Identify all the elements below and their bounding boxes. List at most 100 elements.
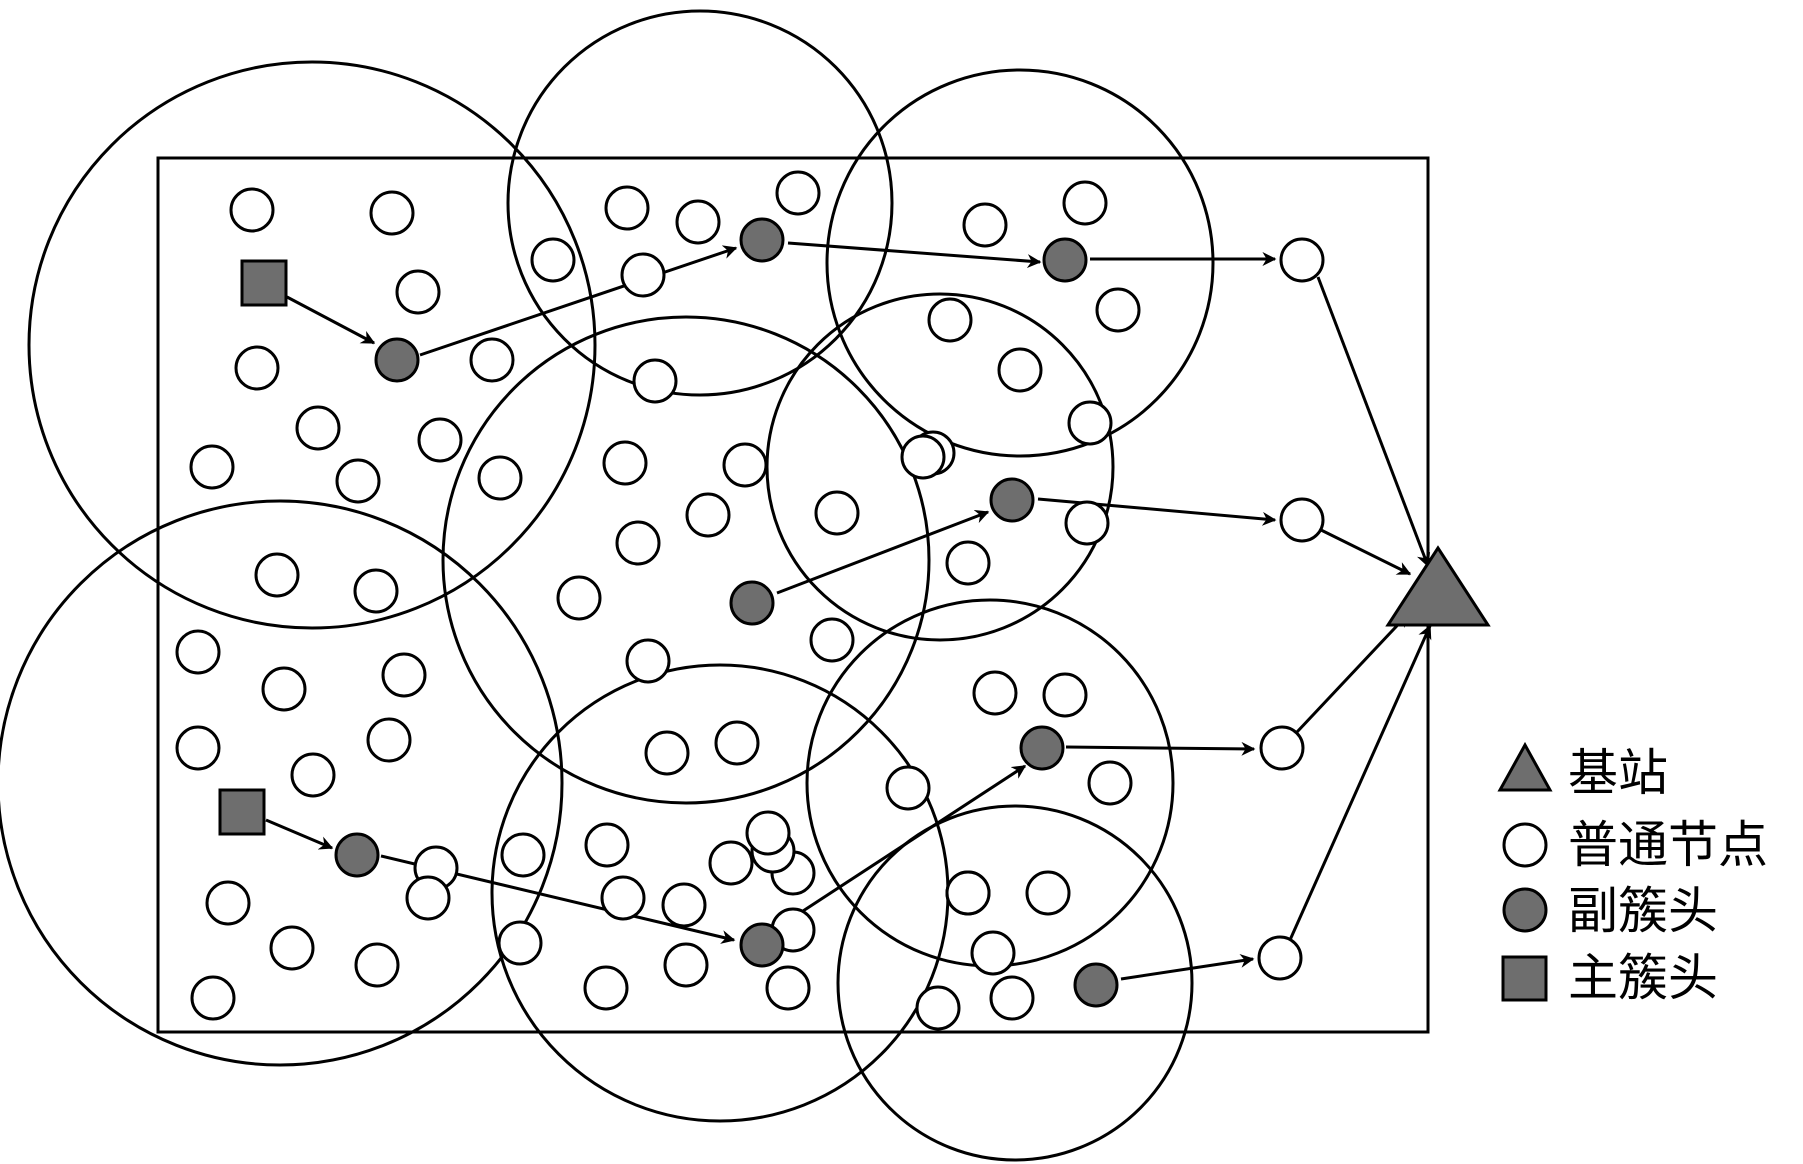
normal-node — [600, 875, 646, 921]
normal-node — [175, 725, 221, 771]
normal-node — [775, 170, 821, 216]
normal-node — [353, 568, 399, 614]
normal-node — [1064, 500, 1110, 546]
legend-sub-cluster-head-label: 副簇头 — [1568, 882, 1718, 940]
routing-arrow — [787, 241, 1042, 269]
normal-node — [1042, 672, 1088, 718]
normal-node — [765, 965, 811, 1011]
normal-node — [708, 840, 754, 886]
normal-node — [477, 455, 523, 501]
routing-arrow — [1320, 528, 1412, 576]
normal-node — [620, 252, 666, 298]
normal-node — [644, 730, 690, 776]
cluster-range — [836, 804, 1194, 1162]
normal-node — [500, 832, 546, 878]
normal-node — [366, 717, 412, 763]
normal-node — [395, 269, 441, 315]
legend-main-cluster-head-icon — [1501, 955, 1548, 1002]
normal-node — [584, 822, 630, 868]
routing-arrow — [776, 509, 990, 595]
normal-node — [661, 882, 707, 928]
normal-node — [417, 417, 463, 463]
normal-node — [583, 965, 629, 1011]
legend-base-station-icon — [1497, 741, 1553, 792]
routing-arrow — [1037, 497, 1277, 526]
routing-arrow — [1316, 276, 1431, 568]
base-station — [1385, 545, 1491, 627]
normal-node — [989, 975, 1035, 1021]
sub-cluster-head — [1073, 962, 1119, 1008]
relay-node — [1259, 725, 1305, 771]
cluster-range — [506, 9, 894, 397]
normal-node — [685, 492, 731, 538]
normal-node — [469, 337, 515, 383]
normal-node — [335, 458, 381, 504]
sensor-nodes — [175, 170, 1325, 1031]
normal-node — [625, 638, 671, 684]
legend-main-cluster-head-label: 主簇头 — [1568, 949, 1718, 1007]
normal-node — [369, 190, 415, 236]
normal-node — [290, 752, 336, 798]
routing-arrow — [1120, 953, 1255, 981]
routing-arrow — [1295, 612, 1410, 734]
sub-cluster-head — [1042, 237, 1088, 283]
normal-node — [663, 942, 709, 988]
sub-cluster-head — [729, 580, 775, 626]
normal-node — [602, 440, 648, 486]
normal-node — [381, 652, 427, 698]
normal-node — [497, 920, 543, 966]
legend-base-station-label: 基站 — [1568, 744, 1668, 802]
normal-node — [722, 442, 768, 488]
legend-normal-node-icon — [1502, 822, 1548, 868]
normal-node — [885, 765, 931, 811]
monitoring-area — [156, 156, 1430, 1034]
normal-node — [745, 810, 791, 856]
normal-node — [972, 670, 1018, 716]
normal-node — [900, 434, 946, 480]
normal-node — [962, 202, 1008, 248]
normal-node — [675, 199, 721, 245]
routing-arrow — [1288, 624, 1432, 941]
routing-arrow — [265, 818, 334, 850]
sub-cluster-head — [334, 832, 380, 878]
normal-node — [1062, 180, 1108, 226]
cluster-range — [0, 499, 564, 1067]
routing-arrow — [419, 245, 738, 357]
normal-node — [945, 540, 991, 586]
normal-node — [997, 347, 1043, 393]
cluster-range — [441, 315, 931, 805]
cluster-range — [27, 60, 597, 630]
relay-node — [1279, 237, 1325, 283]
normal-node — [714, 720, 760, 766]
routing-arrow — [779, 764, 1027, 928]
normal-node — [615, 520, 661, 566]
normal-node — [1095, 287, 1141, 333]
normal-node — [945, 870, 991, 916]
normal-node — [556, 575, 602, 621]
normal-node — [604, 185, 650, 231]
sub-cluster-head — [1019, 725, 1065, 771]
sub-cluster-head — [739, 217, 785, 263]
normal-node — [295, 405, 341, 451]
normal-node — [229, 187, 275, 233]
relay-node — [1257, 935, 1303, 981]
normal-node — [175, 629, 221, 675]
routing-arrow — [286, 295, 376, 345]
normal-node — [234, 345, 280, 391]
normal-node — [632, 358, 678, 404]
main-cluster-head — [240, 259, 288, 307]
normal-node — [354, 942, 400, 988]
routing-links — [265, 241, 1432, 981]
relay-node — [1279, 497, 1325, 543]
main-cluster-head — [218, 788, 266, 836]
normal-node — [915, 985, 961, 1031]
routing-arrow — [1065, 741, 1256, 756]
normal-node — [405, 875, 451, 921]
normal-node — [190, 975, 236, 1021]
sub-cluster-head — [739, 922, 785, 968]
sub-cluster-head — [374, 337, 420, 383]
sub-cluster-head — [989, 477, 1035, 523]
legend: 基站 普通节点 副簇头 主簇头 — [1497, 741, 1768, 1007]
normal-node — [970, 930, 1016, 976]
